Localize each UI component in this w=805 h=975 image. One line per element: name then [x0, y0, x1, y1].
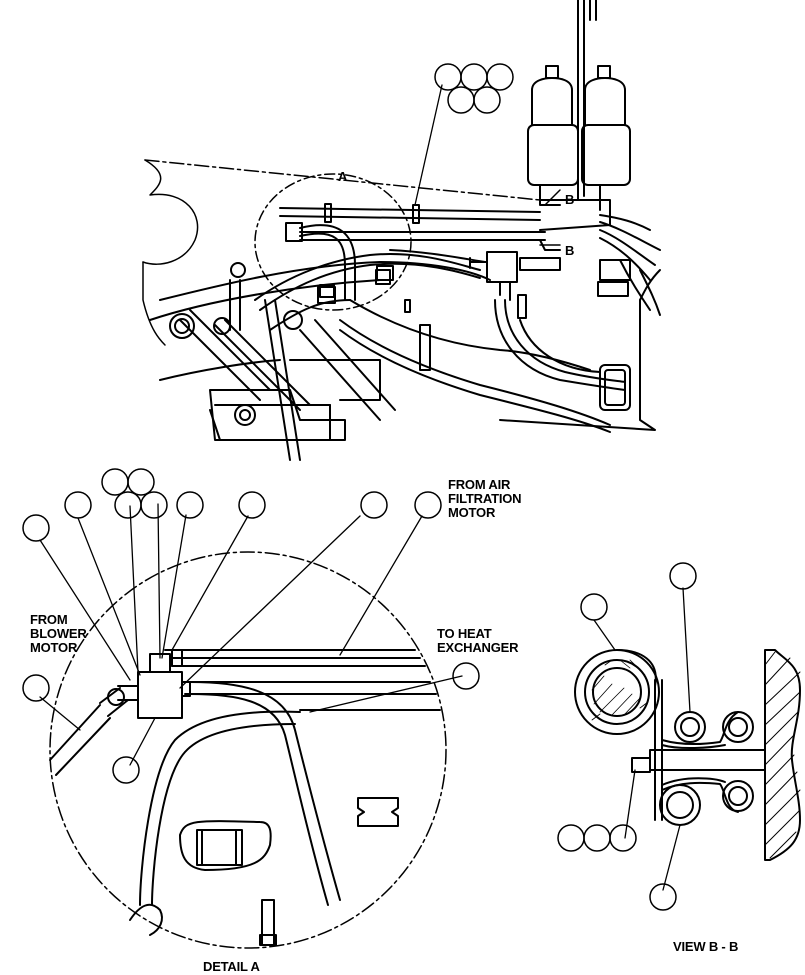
- view-bb-callouts: [557, 562, 697, 911]
- gas-bottles: [527, 0, 631, 211]
- to-heat-exchanger-label: TO HEAT EXCHANGER: [437, 626, 519, 655]
- view-b-b: [574, 587, 801, 891]
- section-a-marker: A: [338, 169, 348, 184]
- view-b-b-title: VIEW B - B: [673, 939, 739, 954]
- from-blower-motor-label: FROM BLOWER MOTOR: [30, 612, 87, 655]
- detail-a-callouts: [22, 468, 480, 784]
- section-b-marker-lower: B: [565, 243, 575, 258]
- section-b-marker-upper: B: [565, 192, 575, 207]
- from-air-filtration-motor-label: FROM AIR FILTRATION MOTOR: [448, 477, 522, 520]
- detail-a-view: [39, 503, 463, 949]
- view-b-arrows: [539, 189, 561, 246]
- top-assembly-view: [142, 0, 661, 461]
- valve-block: [137, 671, 183, 719]
- detail-a-title: DETAIL A: [203, 959, 260, 974]
- top-callout-cluster: [434, 63, 514, 114]
